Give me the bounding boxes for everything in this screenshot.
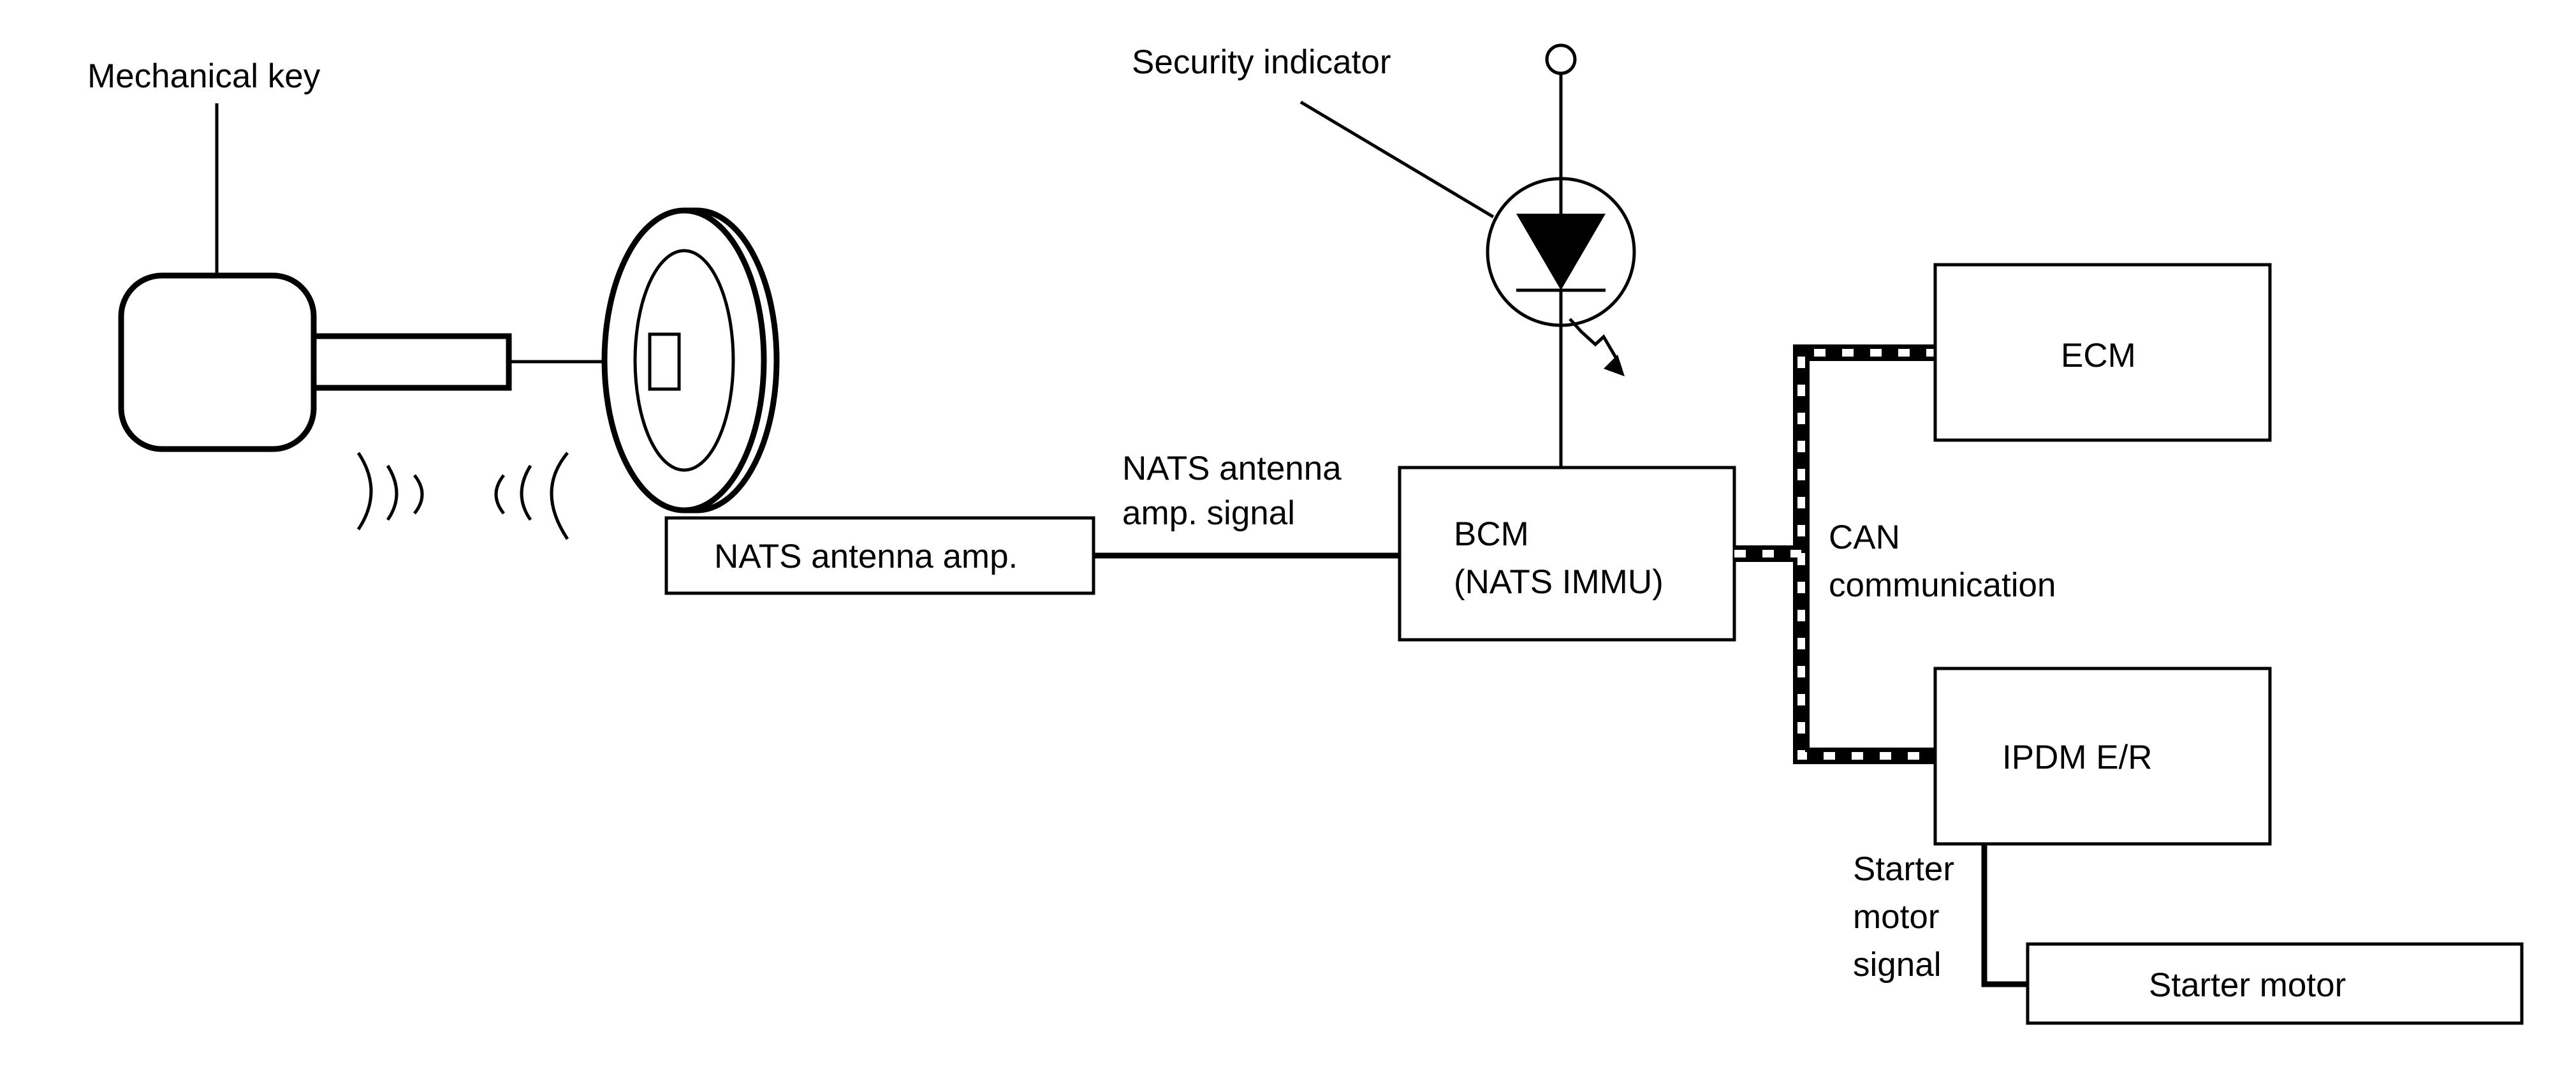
nats-signal-label-line1: NATS antenna xyxy=(1122,450,1342,487)
mechanical-key-icon xyxy=(118,272,512,452)
key-cylinder-coil-icon xyxy=(601,207,780,513)
mechanical-key-label: Mechanical key xyxy=(87,57,321,95)
ipdm-label: IPDM E/R xyxy=(2002,739,2153,776)
nats-signal-label-line2: amp. signal xyxy=(1122,494,1295,532)
bcm-label-line2: (NATS IMMU) xyxy=(1454,563,1664,601)
bcm-box xyxy=(1398,466,1736,642)
starter-motor-signal-line xyxy=(1981,844,2028,987)
ipdm-box xyxy=(1933,667,2272,846)
starter-signal-label-line3: signal xyxy=(1853,946,1941,984)
radio-wave-icon xyxy=(356,452,569,540)
can-label-line2: communication xyxy=(1829,566,2056,604)
nats-antenna-amp-label: NATS antenna amp. xyxy=(714,538,1018,575)
security-indicator-led-icon xyxy=(1486,177,1636,376)
nats-antenna-amp-box xyxy=(664,516,1095,595)
starter-motor-box xyxy=(2026,942,2524,1025)
starter-signal-label-line2: motor xyxy=(1853,898,1939,936)
power-terminal-icon xyxy=(1545,43,1577,75)
starter-motor-label: Starter motor xyxy=(2149,966,2346,1004)
security-indicator-label: Security indicator xyxy=(1132,43,1391,81)
security-indicator-leader xyxy=(1299,100,1495,219)
ecm-label: ECM xyxy=(2061,337,2136,374)
starter-signal-label-line1: Starter xyxy=(1853,850,1954,888)
bcm-label-line1: BCM xyxy=(1454,515,1529,553)
can-communication-bus xyxy=(1734,344,1935,764)
can-label-line1: CAN xyxy=(1829,519,1900,556)
ecm-box xyxy=(1933,263,2272,442)
